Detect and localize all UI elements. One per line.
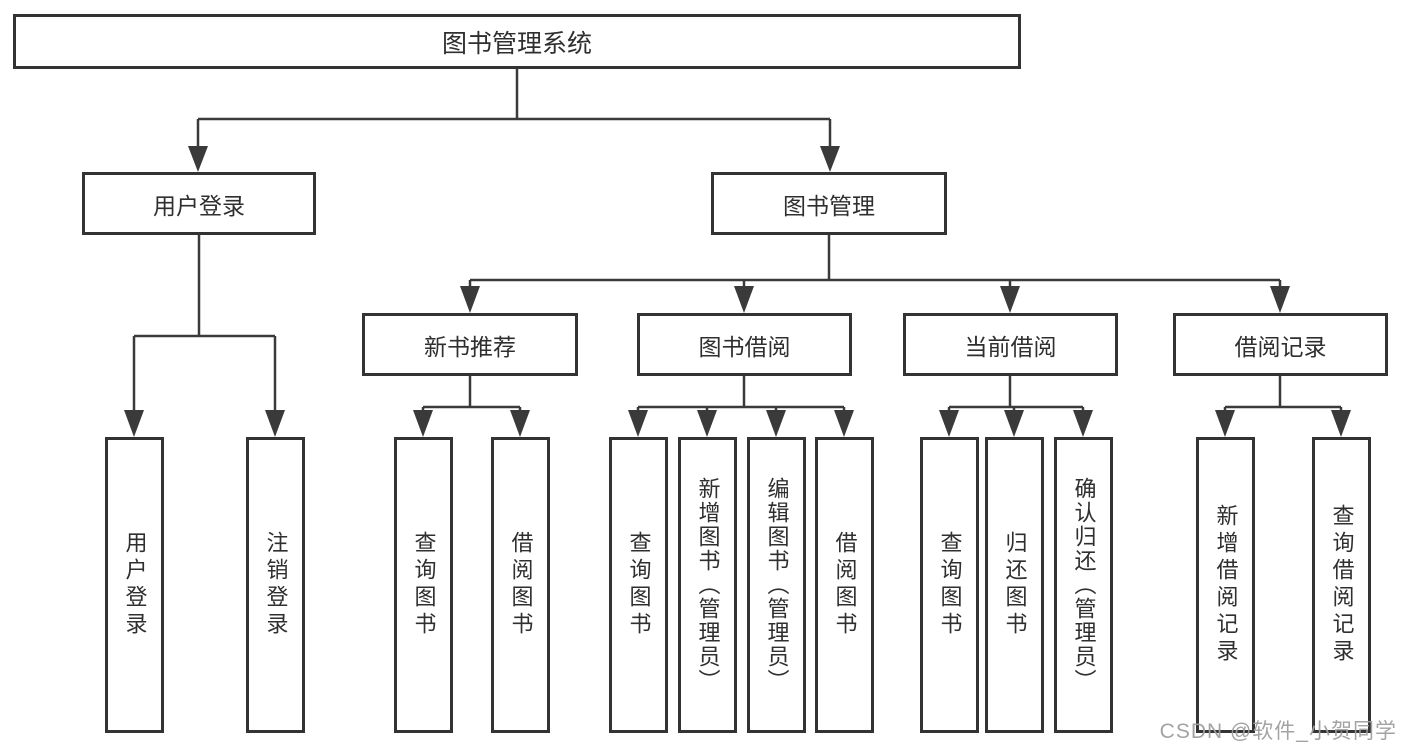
- leaf-records-add-record: 新增借阅记录: [1196, 437, 1255, 733]
- node-borrowing-records: 借阅记录: [1173, 313, 1388, 376]
- leaf-borrowing-edit-books-admin: 编辑图书（管理员）: [747, 437, 806, 733]
- leaf-current-confirm-return-admin: 确认归还（管理员）: [1054, 437, 1113, 733]
- node-library-management-system: 图书管理系统: [13, 14, 1021, 69]
- leaf-borrowing-query-books: 查询图书: [609, 437, 668, 733]
- node-new-book-recommend: 新书推荐: [362, 313, 578, 376]
- node-user-login: 用户登录: [82, 172, 316, 235]
- leaf-logout: 注销登录: [246, 437, 305, 733]
- leaf-current-query-books: 查询图书: [920, 437, 979, 733]
- leaf-recommend-borrow-books: 借阅图书: [491, 437, 550, 733]
- leaf-borrowing-add-books-admin: 新增图书（管理员）: [678, 437, 737, 733]
- leaf-current-return-books: 归还图书: [985, 437, 1044, 733]
- node-current-borrowing: 当前借阅: [903, 313, 1118, 376]
- leaf-user-login: 用户登录: [105, 437, 164, 733]
- leaf-recommend-query-books: 查询图书: [394, 437, 453, 733]
- leaf-borrowing-borrow-books: 借阅图书: [815, 437, 874, 733]
- leaf-records-query-record: 查询借阅记录: [1312, 437, 1371, 733]
- node-book-management: 图书管理: [711, 172, 947, 235]
- node-book-borrowing: 图书借阅: [637, 313, 852, 376]
- csdn-watermark: CSDN @软件_小贺同学: [1159, 720, 1397, 743]
